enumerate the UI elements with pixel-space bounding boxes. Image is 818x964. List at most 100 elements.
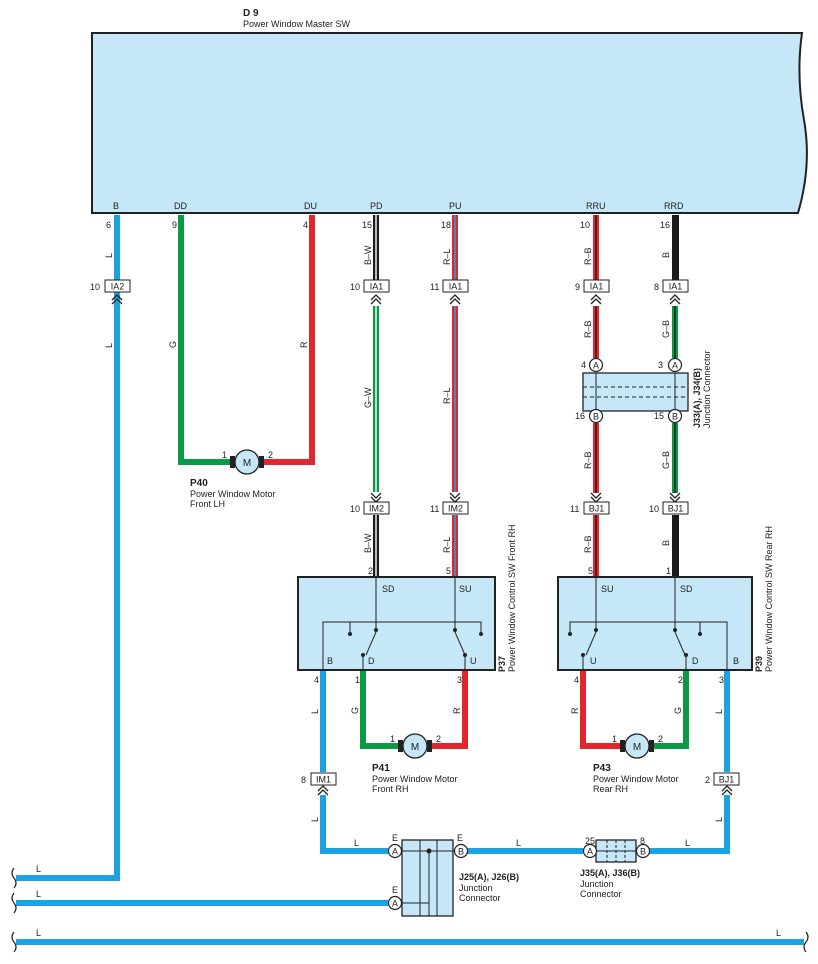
wire-label: R–L (442, 248, 452, 265)
wire-label: L (714, 709, 724, 714)
connector-a-label: A (672, 361, 678, 371)
pin-number: 4 (303, 220, 308, 230)
junction-name: Connector (580, 889, 622, 899)
junction-code: J33(A), J34(B) (692, 368, 702, 428)
wire-label: L (685, 838, 690, 848)
connector-ia1-pd (363, 279, 390, 293)
pin-label-b: B (733, 656, 739, 666)
connector-a-label: A (392, 847, 398, 857)
pin-number: 1 (612, 734, 617, 744)
motor-sub: Front RH (372, 784, 409, 794)
pin-label-b: B (327, 656, 333, 666)
pin-numbers: 6 9 4 15 18 10 16 10 10 11 9 8 10 11 11 … (90, 220, 724, 846)
pin-number: 2 (705, 775, 710, 785)
pin-number: 1 (355, 675, 360, 685)
wire-g-p43 (651, 670, 689, 749)
connector-chevron (590, 492, 602, 499)
pin-number: 8 (301, 775, 306, 785)
connector-im2-label: IM2 (448, 504, 463, 514)
control-switch-p37: SD SU B D U P37 Power Window Control SW … (297, 524, 517, 672)
pin-number: 9 (172, 220, 177, 230)
connector-chevron (590, 294, 602, 301)
connector-chevron (370, 496, 382, 503)
junction-name: Connector (459, 893, 501, 903)
wire-label: L (310, 817, 320, 822)
connector-ia1-label: IA1 (370, 282, 384, 292)
wire-label: G–B (661, 451, 671, 469)
switch-contacts (322, 577, 482, 670)
pin-number: 10 (90, 282, 100, 292)
pin-number: 10 (580, 220, 590, 230)
pin-label-u: U (590, 656, 597, 666)
connector-bj1-label: BJ1 (719, 775, 735, 785)
pin-number: 3 (457, 675, 462, 685)
junction-j33-box (582, 372, 689, 412)
wire-label: R (452, 707, 462, 714)
connector-ia1-pu (442, 279, 469, 293)
wire-label: L (36, 889, 41, 899)
connector-chevron (721, 789, 733, 796)
break-mark (803, 931, 809, 953)
connector-chevron (669, 492, 681, 499)
break-mark (11, 892, 17, 914)
pin-label-u: U (470, 656, 477, 666)
pin-label-rrd: RRD (664, 201, 684, 211)
master-switch-code: D 9 (243, 8, 259, 19)
wire-label: R (299, 341, 309, 348)
pin-number: 15 (654, 411, 664, 421)
motor-icon (402, 733, 428, 759)
connector-chevron (370, 298, 382, 305)
pin-number: 16 (575, 411, 585, 421)
wire-label: L (310, 709, 320, 714)
control-switch-code: P37 (497, 656, 507, 672)
connector-a-circle (582, 843, 598, 859)
connector-im2-label: IM2 (369, 504, 384, 514)
wire-label: L (714, 817, 724, 822)
pin-number: 6 (106, 220, 111, 230)
motor-code: P43 (593, 763, 611, 774)
inline-connectors: IA2 IA1 IA1 IA1 IA1 IM2 IM2 BJ1 BJ1 IM1 … (104, 279, 740, 786)
control-switch-code: P39 (754, 656, 764, 672)
connector-chevron (449, 294, 461, 301)
wire-label: L (36, 864, 41, 874)
motor-name: Power Window Motor (190, 489, 276, 499)
motor-terminal (649, 740, 654, 752)
wire-label: R–L (442, 536, 452, 553)
motor-terminal (230, 456, 235, 468)
wire-label: L (516, 838, 521, 848)
connector-chevron (669, 294, 681, 301)
wire-b-rrd-bottom (672, 515, 679, 577)
pin-label-e: E (392, 885, 398, 895)
wire-label: L (104, 253, 114, 258)
connector-a-circle (588, 357, 604, 373)
pin-number: 10 (350, 282, 360, 292)
wire-label: B–W (363, 533, 373, 553)
pin-number: 11 (570, 504, 579, 514)
connector-b-label: B (593, 412, 599, 422)
pin-label-d: D (692, 656, 699, 666)
connector-b-label: B (640, 847, 646, 857)
pin-number: 2 (268, 450, 273, 460)
junction-connector-j33: A A B B J33(A), J34(B) Junction Connecto… (582, 350, 712, 428)
connector-b-circle (588, 408, 604, 424)
pin-label-e: E (392, 833, 398, 843)
pin-number: 11 (430, 504, 439, 514)
motor-code: P40 (190, 478, 208, 489)
connector-b-circle (635, 843, 651, 859)
pin-number: 3 (719, 675, 724, 685)
pin-label-dd: DD (174, 201, 187, 211)
wire-label: G (673, 707, 683, 714)
connector-chevrons (111, 294, 733, 796)
connector-a-label: A (593, 361, 599, 371)
connector-a-label: A (392, 899, 398, 909)
pin-number: 11 (430, 282, 439, 292)
connector-im1 (310, 772, 337, 786)
connector-chevron (669, 496, 681, 503)
wire-label: R–B (583, 451, 593, 469)
control-switch-p37-box (297, 576, 496, 671)
wire-label: L (354, 838, 359, 848)
pin-number: 10 (350, 504, 360, 514)
motor-terminal (620, 740, 625, 752)
pin-label-d: D (368, 656, 375, 666)
